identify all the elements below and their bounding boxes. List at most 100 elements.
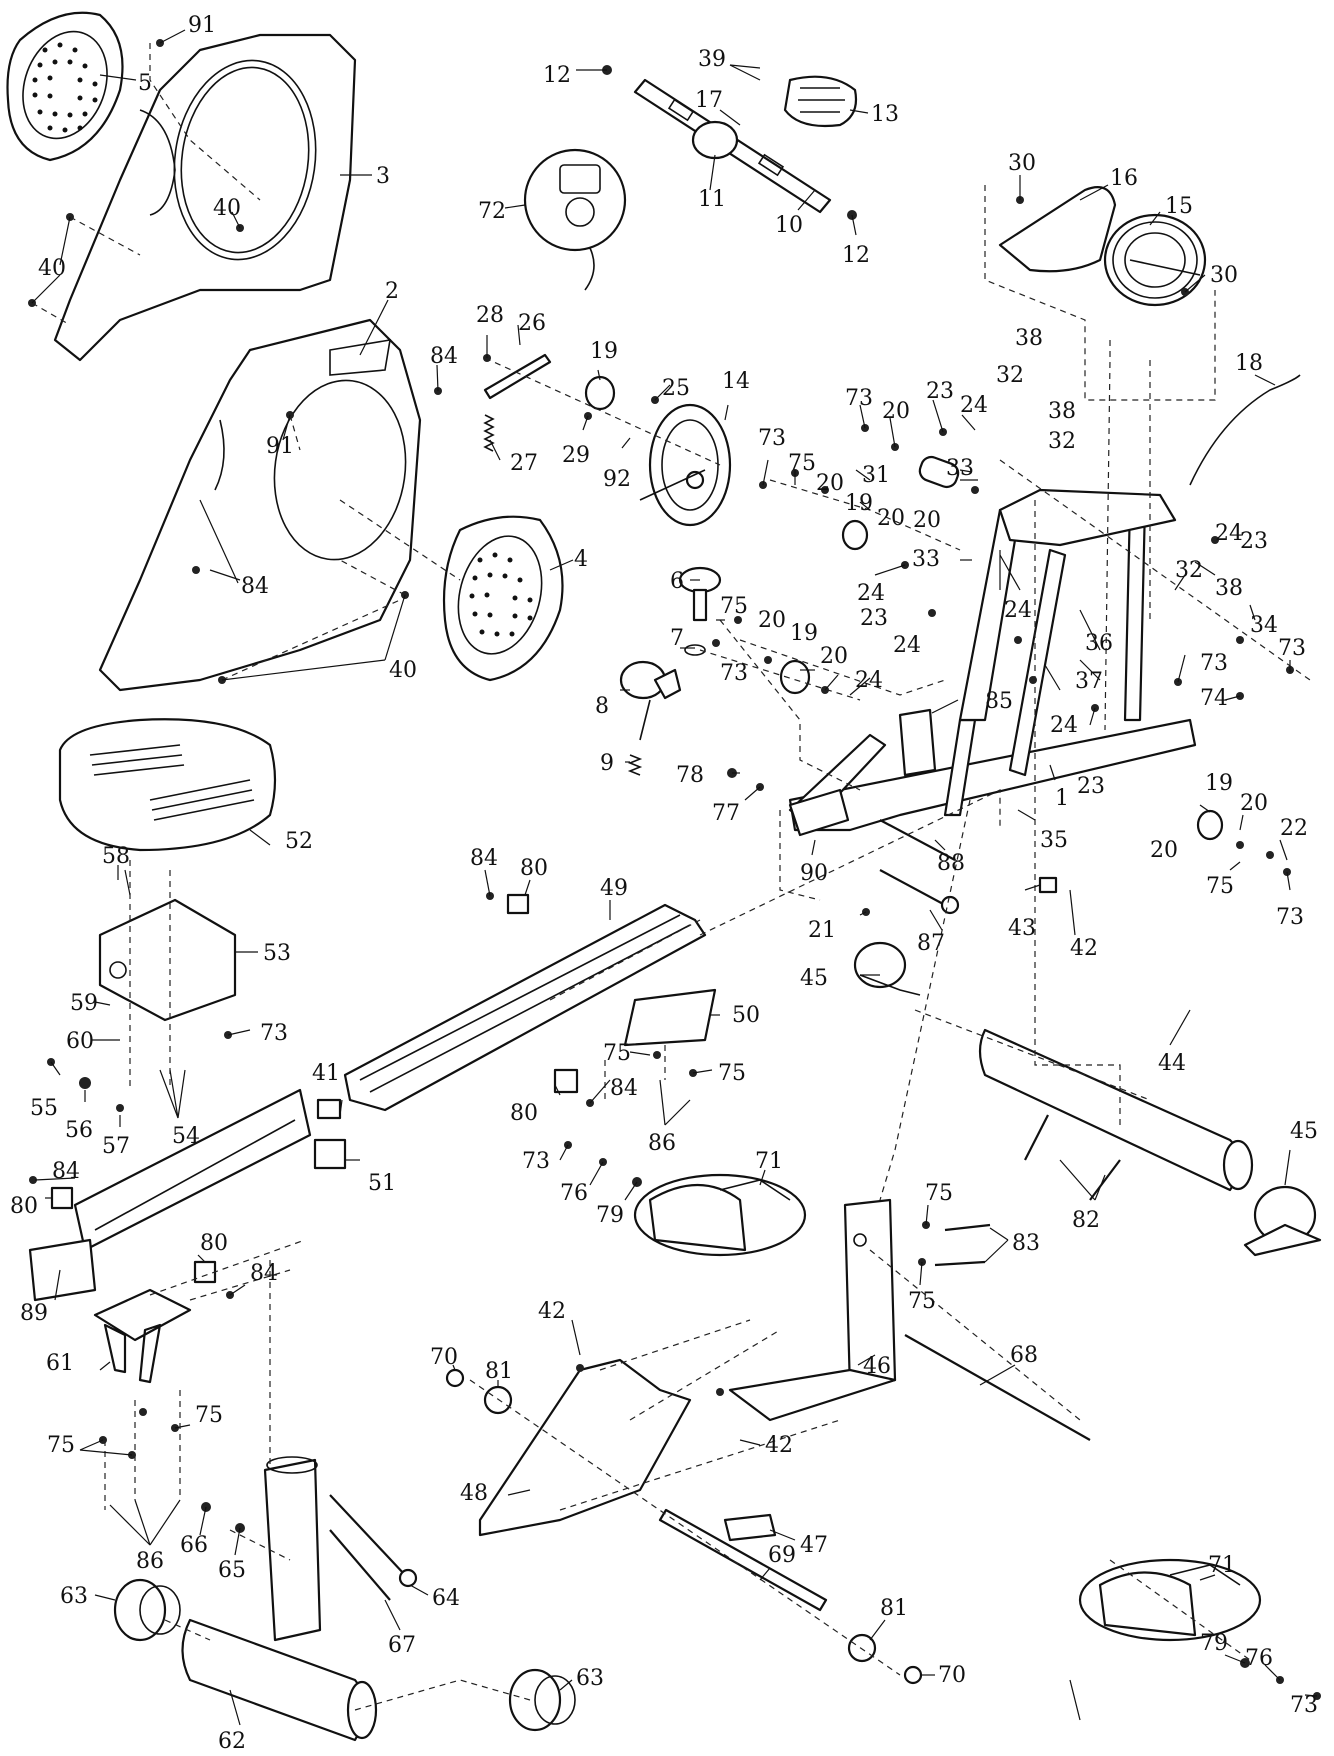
bearing-81a (483, 1385, 513, 1415)
callout-29: 29 (562, 443, 590, 468)
callout-45: 45 (1290, 1119, 1318, 1144)
callout-77: 77 (712, 801, 740, 826)
callout-92: 92 (603, 467, 631, 492)
callout-12: 12 (842, 243, 870, 268)
perforation-holes (32, 42, 98, 133)
callout-24: 24 (893, 633, 921, 658)
callout-31: 31 (862, 463, 890, 488)
transport-wheels (113, 1578, 576, 1732)
callout-71: 71 (1208, 1553, 1236, 1578)
callout-73: 73 (522, 1149, 550, 1174)
callout-71: 71 (755, 1149, 783, 1174)
pivot-bolt-88 (879, 819, 956, 861)
callout-2: 2 (385, 279, 399, 304)
callout-21: 21 (808, 918, 836, 943)
callout-47: 47 (800, 1533, 828, 1558)
callout-24: 24 (1004, 598, 1032, 623)
callout-20: 20 (758, 608, 786, 633)
pedal-left (633, 1173, 807, 1257)
callout-56: 56 (65, 1118, 93, 1143)
callout-80: 80 (510, 1101, 538, 1126)
rail-cap-80c (50, 1186, 74, 1210)
side-disc-cover-right (442, 515, 564, 682)
callout-41: 41 (312, 1061, 340, 1086)
callout-80: 80 (10, 1194, 38, 1219)
callout-12: 12 (543, 63, 571, 88)
callout-40: 40 (213, 196, 241, 221)
callout-32: 32 (996, 363, 1024, 388)
callout-24: 24 (855, 668, 883, 693)
callout-43: 43 (1008, 916, 1036, 941)
callout-23: 23 (1077, 774, 1105, 799)
callout-17: 17 (695, 88, 723, 113)
callout-19: 19 (845, 491, 873, 516)
bearing-81b (847, 1633, 877, 1663)
rail-end-cap (313, 1138, 347, 1170)
drive-belt (998, 186, 1117, 273)
rear-pad (28, 1238, 97, 1302)
callout-64: 64 (432, 1586, 460, 1611)
callout-90: 90 (800, 861, 828, 886)
callout-91: 91 (266, 434, 294, 459)
callout-45: 45 (800, 966, 828, 991)
callout-42: 42 (1070, 936, 1098, 961)
pedal-axle-68 (904, 1334, 1091, 1441)
callout-34: 34 (1250, 613, 1278, 638)
callout-18: 18 (1235, 351, 1263, 376)
callout-51: 51 (368, 1171, 396, 1196)
callout-30: 30 (1008, 151, 1036, 176)
callout-20: 20 (1240, 791, 1268, 816)
handlebar-grip (783, 75, 858, 128)
parts-artwork (6, 11, 1322, 1742)
callout-73: 73 (720, 661, 748, 686)
callout-24: 24 (857, 581, 885, 606)
rail-cap-80d (193, 1260, 217, 1284)
rail-cap-80b (553, 1068, 579, 1094)
side-disc-cover-left (6, 11, 124, 162)
callout-65: 65 (218, 1558, 246, 1583)
callout-46: 46 (863, 1354, 891, 1379)
callout-73: 73 (260, 1021, 288, 1046)
callout-5: 5 (138, 71, 152, 96)
console-display (523, 148, 627, 291)
callout-76: 76 (560, 1181, 588, 1206)
callout-11: 11 (698, 187, 726, 212)
callout-70: 70 (430, 1345, 458, 1370)
callout-84: 84 (241, 574, 269, 599)
callout-84: 84 (610, 1076, 638, 1101)
callout-33: 33 (946, 456, 974, 481)
callout-49: 49 (600, 876, 628, 901)
callout-37: 37 (1075, 669, 1103, 694)
callout-28: 28 (476, 303, 504, 328)
callout-73: 73 (1290, 1693, 1318, 1718)
bracket-85 (898, 708, 937, 777)
callout-32: 32 (1048, 429, 1076, 454)
callout-66: 66 (180, 1533, 208, 1558)
callout-74: 74 (1200, 686, 1228, 711)
callout-30: 30 (1210, 263, 1238, 288)
callout-48: 48 (460, 1481, 488, 1506)
callout-9: 9 (600, 751, 614, 776)
bolt-83a (944, 1223, 991, 1232)
callout-72: 72 (478, 199, 506, 224)
callout-80: 80 (200, 1231, 228, 1256)
callout-59: 59 (70, 991, 98, 1016)
foot-pad-47 (723, 1513, 777, 1542)
callout-54: 54 (172, 1124, 200, 1149)
callout-75: 75 (788, 451, 816, 476)
tension-knob (619, 660, 682, 741)
callout-79: 79 (596, 1203, 624, 1228)
callout-61: 61 (46, 1351, 74, 1376)
callout-19: 19 (590, 339, 618, 364)
callout-82: 82 (1072, 1208, 1100, 1233)
callout-1: 1 (1055, 786, 1069, 811)
callout-22: 22 (1280, 816, 1308, 841)
callout-40: 40 (38, 256, 66, 281)
callout-40: 40 (389, 658, 417, 683)
callout-42: 42 (538, 1299, 566, 1324)
callout-75: 75 (47, 1433, 75, 1458)
front-stabilizer (181, 1456, 378, 1742)
callout-6: 6 (670, 569, 684, 594)
callout-73: 73 (845, 386, 873, 411)
callout-25: 25 (662, 376, 690, 401)
